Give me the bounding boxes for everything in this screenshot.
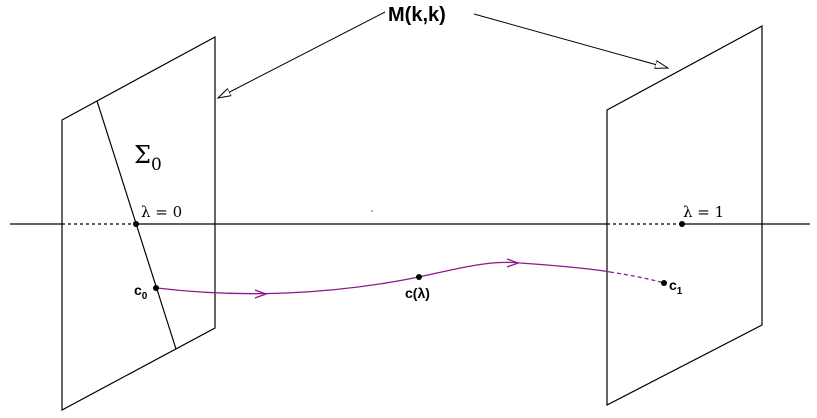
manifold-arrow-left (218, 11, 386, 98)
curve-arrowhead-2 (506, 258, 520, 268)
lambda-one-point (679, 221, 685, 227)
sigma-label: Σ0 (134, 141, 162, 175)
right-plane (606, 24, 763, 406)
c-lambda-label: c(λ) (405, 285, 430, 301)
manifold-label: M(k,k) (388, 4, 446, 26)
lambda-zero-label: λ = 0 (141, 203, 182, 221)
c1-label: c1 (669, 277, 683, 297)
path-curve (156, 258, 665, 299)
lambda-zero-point (133, 221, 139, 227)
manifold-arrow-right (473, 13, 668, 68)
c1-point (661, 280, 667, 286)
lambda-one-label: λ = 1 (683, 203, 724, 221)
c0-label: c0 (134, 282, 148, 302)
left-plane (61, 35, 216, 412)
curve-arrowhead-1 (254, 289, 268, 299)
c-lambda-point (416, 274, 422, 280)
axis-speck (371, 210, 373, 212)
c0-point (153, 285, 159, 291)
